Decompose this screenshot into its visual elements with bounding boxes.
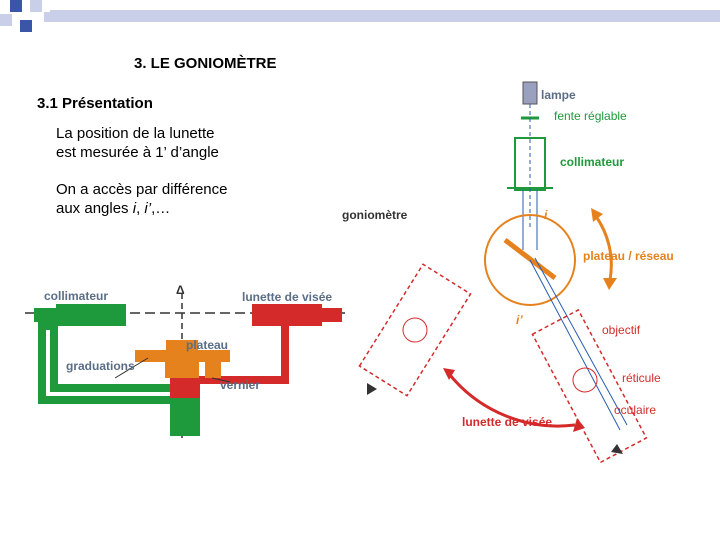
label-vernier: vernier [220, 378, 261, 392]
paragraph-1-line-1: La position de la lunette [56, 125, 215, 142]
plateau-top [166, 340, 198, 350]
telescope-arrow [448, 374, 576, 428]
label-goniometre: goniomètre [342, 208, 408, 222]
angle-iprime: i’ [144, 200, 152, 217]
label-iprime: i’ [516, 313, 523, 327]
para2-sep: , [136, 200, 145, 217]
beam-diffracted-1 [529, 259, 621, 431]
label-collimateur-side: collimateur [44, 289, 109, 303]
rotation-arrow-head-bottom [603, 278, 617, 290]
beam-diffracted-2 [534, 257, 628, 426]
label-delta: Δ [176, 283, 185, 297]
rotation-arrow [593, 214, 613, 281]
header-line [50, 10, 720, 22]
label-objectif: objectif [602, 323, 641, 337]
corner-decoration [0, 0, 60, 40]
telescope-hub [170, 378, 200, 398]
rotation-arrow-head-top [591, 208, 603, 222]
telescope-body [252, 304, 322, 326]
base-block [170, 396, 200, 436]
telescope-right [531, 308, 648, 464]
label-oculaire: oculaire [614, 403, 657, 417]
deco-square [44, 12, 54, 22]
label-graduations: graduations [66, 359, 135, 373]
deco-square [0, 14, 12, 26]
label-fente: fente réglable [554, 109, 627, 123]
deco-square [10, 0, 22, 12]
eye-icon-left [367, 383, 377, 395]
paragraph-1-line-2: est mesurée à 1’ d’angle [56, 144, 219, 161]
deco-square [20, 20, 32, 32]
telescope-arrow-head-right [573, 418, 585, 432]
grating [503, 238, 557, 280]
goniometer-top-diagram [358, 81, 648, 464]
eye-icon-right [611, 444, 623, 454]
goniometer-side-diagram [25, 293, 345, 438]
paragraph-2-line-1: On a accès par différence [56, 181, 228, 198]
plateau-stem [165, 362, 199, 378]
telescope-arm [198, 326, 289, 384]
angle-i: i [132, 200, 137, 217]
vernier-pointer [211, 377, 231, 383]
para2-prefix: aux angles [56, 200, 133, 217]
deco-square [30, 0, 42, 12]
label-lunette-top: lunette de visée [462, 415, 553, 429]
label-lampe: lampe [541, 88, 576, 102]
collimator-body [56, 304, 126, 326]
plateau-table [135, 350, 230, 362]
label-i: i [544, 208, 548, 222]
label-plateau-reseau: plateau / réseau [583, 249, 674, 263]
label-collimateur-top: collimateur [560, 155, 625, 169]
telescope-arrow-head-left [443, 368, 455, 380]
slide-title: 3. LE GONIOMÈTRE [134, 55, 277, 72]
label-plateau-side: plateau [186, 338, 229, 352]
vernier-block [205, 362, 221, 378]
lamp-icon [522, 81, 538, 105]
telescope-left [358, 263, 472, 397]
graduations-pointer [114, 357, 149, 379]
paragraph-2: On a accès par différence aux angles i, … [56, 180, 228, 218]
para2-suffix: ,… [151, 200, 171, 217]
label-lunette-side: lunette de visée [242, 290, 333, 304]
paragraph-1: La position de la lunette est mesurée à … [56, 124, 219, 162]
plateau-circle [484, 214, 576, 306]
section-heading: 3.1 Présentation [37, 95, 153, 112]
label-reticule: réticule [622, 371, 661, 385]
collimator-tube [34, 308, 56, 322]
paragraph-2-line-2: aux angles i, i’,… [56, 199, 228, 218]
telescope-eyepiece [322, 308, 342, 322]
